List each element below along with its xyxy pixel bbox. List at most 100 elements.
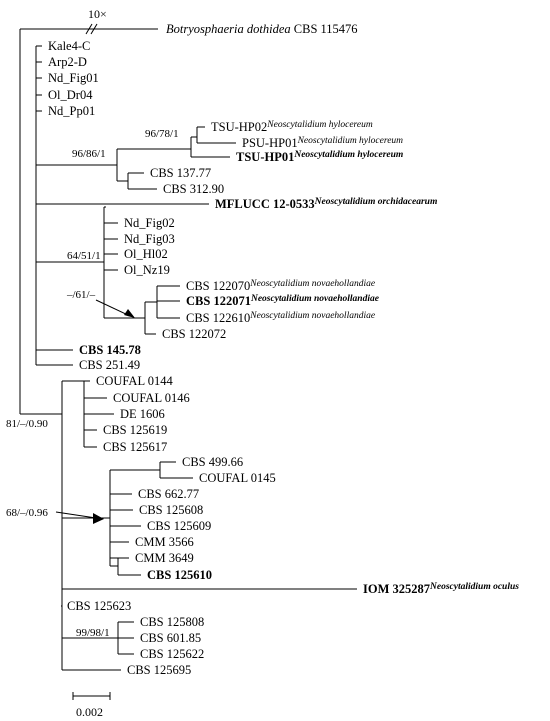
taxon-label-ndfig01: Nd_Fig01 — [48, 71, 99, 85]
taxon-name: CBS 312.90 — [163, 182, 224, 196]
taxon-name: Ol_Nz19 — [124, 263, 170, 277]
taxon-name: CBS 662.77 — [138, 487, 199, 501]
taxon-label-cbs125619: CBS 125619 — [103, 423, 167, 437]
support-value-s2: 96/86/1 — [72, 148, 106, 160]
taxon-label-coufal0145: COUFAL 0145 — [199, 471, 276, 485]
taxon-name: TSU-HP02 — [211, 120, 267, 134]
taxon-label-cbs66277: CBS 662.77 — [138, 487, 199, 501]
taxon-label-ndfig03: Nd_Fig03 — [124, 232, 175, 246]
support-value-s7: 99/98/1 — [76, 627, 110, 639]
taxon-name: PSU-HP01 — [242, 136, 298, 150]
taxon-label-cbs13777: CBS 137.77 — [150, 166, 211, 180]
taxon-label-cbs125695: CBS 125695 — [127, 663, 191, 677]
taxon-name: Nd_Pp01 — [48, 104, 95, 118]
break-marker-label: 10× — [88, 7, 107, 21]
taxon-name: CBS 122070 — [186, 279, 250, 293]
taxon-name: Nd_Fig03 — [124, 232, 175, 246]
taxon-name: CBS 122610 — [186, 311, 250, 325]
support-value-s4: –/61/– — [66, 289, 96, 301]
taxon-name: DE 1606 — [120, 407, 165, 421]
taxon-label-cbs125617: CBS 125617 — [103, 440, 167, 454]
taxon-label-iom325287: IOM 325287Neoscytalidium oculus — [363, 582, 519, 596]
taxon-name: CBS 125623 — [67, 599, 131, 613]
support-value-s5: 81/–/0.90 — [6, 418, 48, 430]
taxon-label-cbs125623: CBS 125623 — [67, 599, 131, 613]
taxon-name: CMM 3566 — [135, 535, 194, 549]
taxon-label-cbs122072: CBS 122072 — [162, 327, 226, 341]
taxon-label-mflucc: MFLUCC 12-0533Neoscytalidium orchidacear… — [215, 197, 437, 211]
outgroup-strain: CBS 115476 — [291, 22, 358, 36]
taxon-label-cmm3566: CMM 3566 — [135, 535, 194, 549]
taxon-label-cbs122070: CBS 122070Neoscytalidium novaehollandiae — [186, 279, 375, 293]
taxon-name: CBS 125622 — [140, 647, 204, 661]
taxon-name: Ol_Hl02 — [124, 247, 168, 261]
pointer-line-clade — [55, 511, 97, 519]
taxon-name: CBS 125808 — [140, 615, 204, 629]
taxon-name: COUFAL 0145 — [199, 471, 276, 485]
taxon-label-cbs125622: CBS 125622 — [140, 647, 204, 661]
taxon-species: Neoscytalidium hylocereum — [266, 120, 373, 130]
taxon-name: COUFAL 0146 — [113, 391, 190, 405]
taxon-name: Ol_Dr04 — [48, 88, 93, 102]
scale-bar-label: 0.002 — [76, 705, 103, 719]
break-mark-right — [90, 23, 98, 35]
taxon-name: CMM 3649 — [135, 551, 194, 565]
taxon-species: Neoscytalidium novaehollandiae — [250, 294, 380, 304]
taxon-label-ndfig02: Nd_Fig02 — [124, 216, 175, 230]
taxon-name: Arp2-D — [48, 55, 87, 69]
taxon-name: CBS 601.85 — [140, 631, 201, 645]
taxon-label-cbs125610: CBS 125610 — [147, 568, 212, 582]
taxon-name: CBS 122071 — [186, 294, 251, 308]
taxon-name: TSU-HP01 — [236, 150, 294, 164]
support-value-s1: 96/78/1 — [145, 128, 179, 140]
taxon-name: IOM 325287 — [363, 582, 430, 596]
break-mark-left — [85, 23, 93, 35]
taxon-label-olnz19: Ol_Nz19 — [124, 263, 170, 277]
taxon-name: CBS 125608 — [139, 503, 203, 517]
taxon-label-cbs60185: CBS 601.85 — [140, 631, 201, 645]
taxon-label-cmm3649: CMM 3649 — [135, 551, 194, 565]
taxon-label-kale4c: Kale4-C — [48, 39, 90, 53]
taxon-label-tsuhp02: TSU-HP02Neoscytalidium hylocereum — [211, 120, 373, 134]
taxon-label-cbs31290: CBS 312.90 — [163, 182, 224, 196]
taxon-species: Neoscytalidium novaehollandiae — [249, 279, 375, 289]
taxon-name: CBS 499.66 — [182, 455, 243, 469]
taxon-label-olhl02: Ol_Hl02 — [124, 247, 168, 261]
support-value-s6: 68/–/0.96 — [6, 507, 48, 519]
taxon-label-de1606: DE 1606 — [120, 407, 165, 421]
taxon-label-coufal0146: COUFAL 0146 — [113, 391, 190, 405]
pointer-line-novaehollandiae — [95, 299, 129, 316]
taxon-label-cbs122610: CBS 122610Neoscytalidium novaehollandiae — [186, 311, 375, 325]
support-value-s3: 64/51/1 — [67, 250, 101, 262]
taxon-label-cbs125609: CBS 125609 — [147, 519, 211, 533]
outgroup-label: Botryosphaeria dothidea CBS 115476 — [166, 22, 358, 36]
taxon-name: CBS 125695 — [127, 663, 191, 677]
taxon-label-cbs125808: CBS 125808 — [140, 615, 204, 629]
taxon-label-cbs49966: CBS 499.66 — [182, 455, 243, 469]
outgroup-genus: Botryosphaeria dothidea — [166, 22, 291, 36]
taxon-name: CBS 125609 — [147, 519, 211, 533]
taxon-label-tsuhp01: TSU-HP01Neoscytalidium hylocereum — [236, 150, 403, 164]
taxon-species: Neoscytalidium oculus — [429, 582, 519, 592]
taxon-name: CBS 145.78 — [79, 343, 141, 357]
taxon-name: MFLUCC 12-0533 — [215, 197, 315, 211]
taxon-name: CBS 137.77 — [150, 166, 211, 180]
taxon-label-psuhp01: PSU-HP01Neoscytalidium hylocereum — [242, 136, 403, 150]
taxon-label-cbs125608: CBS 125608 — [139, 503, 203, 517]
taxon-name: CBS 125610 — [147, 568, 212, 582]
taxon-label-cbs14578: CBS 145.78 — [79, 343, 141, 357]
taxon-name: CBS 125619 — [103, 423, 167, 437]
taxon-name: CBS 251.49 — [79, 358, 140, 372]
taxon-species: Neoscytalidium hylocereum — [293, 150, 403, 160]
taxon-label-ndpp01: Nd_Pp01 — [48, 104, 95, 118]
taxon-name: Nd_Fig01 — [48, 71, 99, 85]
taxon-name: Kale4-C — [48, 39, 90, 53]
taxon-label-cbs25149: CBS 251.49 — [79, 358, 140, 372]
taxon-name: Nd_Fig02 — [124, 216, 175, 230]
taxon-label-cbs122071: CBS 122071Neoscytalidium novaehollandiae — [186, 294, 380, 308]
taxon-species: Neoscytalidium novaehollandiae — [249, 311, 375, 321]
taxon-species: Neoscytalidium hylocereum — [297, 136, 404, 146]
taxon-name: CBS 122072 — [162, 327, 226, 341]
